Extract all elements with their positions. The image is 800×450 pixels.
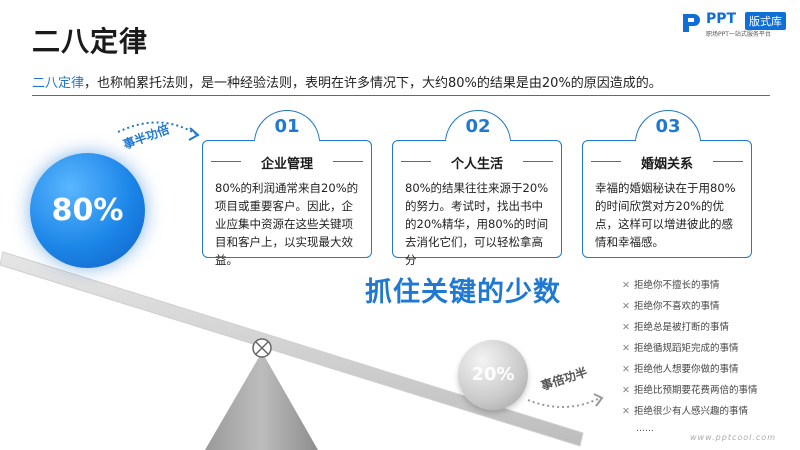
card-body: 80%的利润通常来自20%的项目或重要客户。因此，企业应集中资源在这些关键项目和… xyxy=(215,181,359,267)
close-icon: ✕ xyxy=(622,322,630,333)
list-item: ✕拒绝很少有人感兴趣的事情 xyxy=(622,406,748,417)
close-icon: ✕ xyxy=(622,343,630,354)
card-number: 02 xyxy=(465,116,491,137)
intro-body: ，也称帕累托法则，是一种经验法则，表明在许多情况下，大约80%的结果是由20%的… xyxy=(84,76,662,91)
intro-highlight: 二八定律 xyxy=(32,76,85,91)
logo-brand: PPT xyxy=(706,11,737,27)
page-title: 二八定律 xyxy=(32,25,149,58)
list-item: ✕拒绝循规蹈矩完成的事情 xyxy=(622,343,739,354)
arrow-up-icon xyxy=(117,121,197,135)
card-personal: 个人生活 80%的结果往往来源于20%的努力。考试时，找出书中的20%精华，用8… xyxy=(392,140,562,267)
logo-tagline: 职场PPT一站式服务平台 xyxy=(706,31,771,38)
list-item: ✕拒绝比预期要花费两倍的事情 xyxy=(622,385,758,396)
close-icon: ✕ xyxy=(622,280,630,291)
close-icon: ✕ xyxy=(622,406,630,417)
card-heading: 婚姻关系 xyxy=(591,153,743,172)
seesaw-fulcrum xyxy=(205,352,318,450)
logo-mark-icon xyxy=(683,14,700,32)
footer-url: www.pptcool.com xyxy=(690,433,776,442)
seesaw-beam xyxy=(0,251,584,447)
small-circle-20: 20% xyxy=(458,340,528,410)
close-icon: ✕ xyxy=(622,364,630,375)
list-item: ✕拒绝你不擅长的事情 xyxy=(622,280,720,291)
close-icon: ✕ xyxy=(622,385,630,396)
list-item: ✕拒绝他人想要你做的事情 xyxy=(622,364,739,375)
slogan: 抓住关键的少数 xyxy=(365,277,561,308)
card-number: 01 xyxy=(274,116,300,137)
list-item: ✕拒绝你不喜欢的事情 xyxy=(622,301,720,312)
logo-badge: 版式库 xyxy=(745,12,786,30)
card-heading: 个人生活 xyxy=(401,153,553,172)
card-heading-label: 婚姻关系 xyxy=(640,157,693,172)
intro-divider xyxy=(32,95,770,96)
arrow-down-icon xyxy=(527,397,601,409)
card-body: 80%的结果往往来源于20%的努力。考试时，找出书中的20%精华，用80%的时间… xyxy=(405,181,549,267)
card-heading-label: 个人生活 xyxy=(450,157,503,172)
close-icon: ✕ xyxy=(622,301,630,312)
list-item: ✕拒绝总是被打断的事情 xyxy=(622,322,729,333)
brand-logo: PPT 版式库 职场PPT一站式服务平台 xyxy=(680,10,795,40)
reject-list: ✕拒绝你不擅长的事情 ✕拒绝你不喜欢的事情 ✕拒绝总是被打断的事情 ✕拒绝循规蹈… xyxy=(622,277,757,434)
card-enterprise: 企业管理 80%的利润通常来自20%的项目或重要客户。因此，企业应集中资源在这些… xyxy=(202,140,372,267)
card-heading-label: 企业管理 xyxy=(260,157,313,172)
card-heading: 企业管理 xyxy=(211,153,363,172)
list-ellipsis: …… xyxy=(636,424,654,434)
card-number: 03 xyxy=(655,116,681,137)
card-marriage: 婚姻关系 幸福的婚姻秘诀在于用80%的时间欣赏对方20%的优点，这样可以增进彼此… xyxy=(582,140,752,258)
intro-text: 二八定律，也称帕累托法则，是一种经验法则，表明在许多情况下，大约80%的结果是由… xyxy=(32,72,662,91)
big-circle-80: 80% xyxy=(30,153,145,268)
card-body: 幸福的婚姻秘诀在于用80%的时间欣赏对方20%的优点，这样可以增进彼此的感情和幸… xyxy=(595,181,736,249)
